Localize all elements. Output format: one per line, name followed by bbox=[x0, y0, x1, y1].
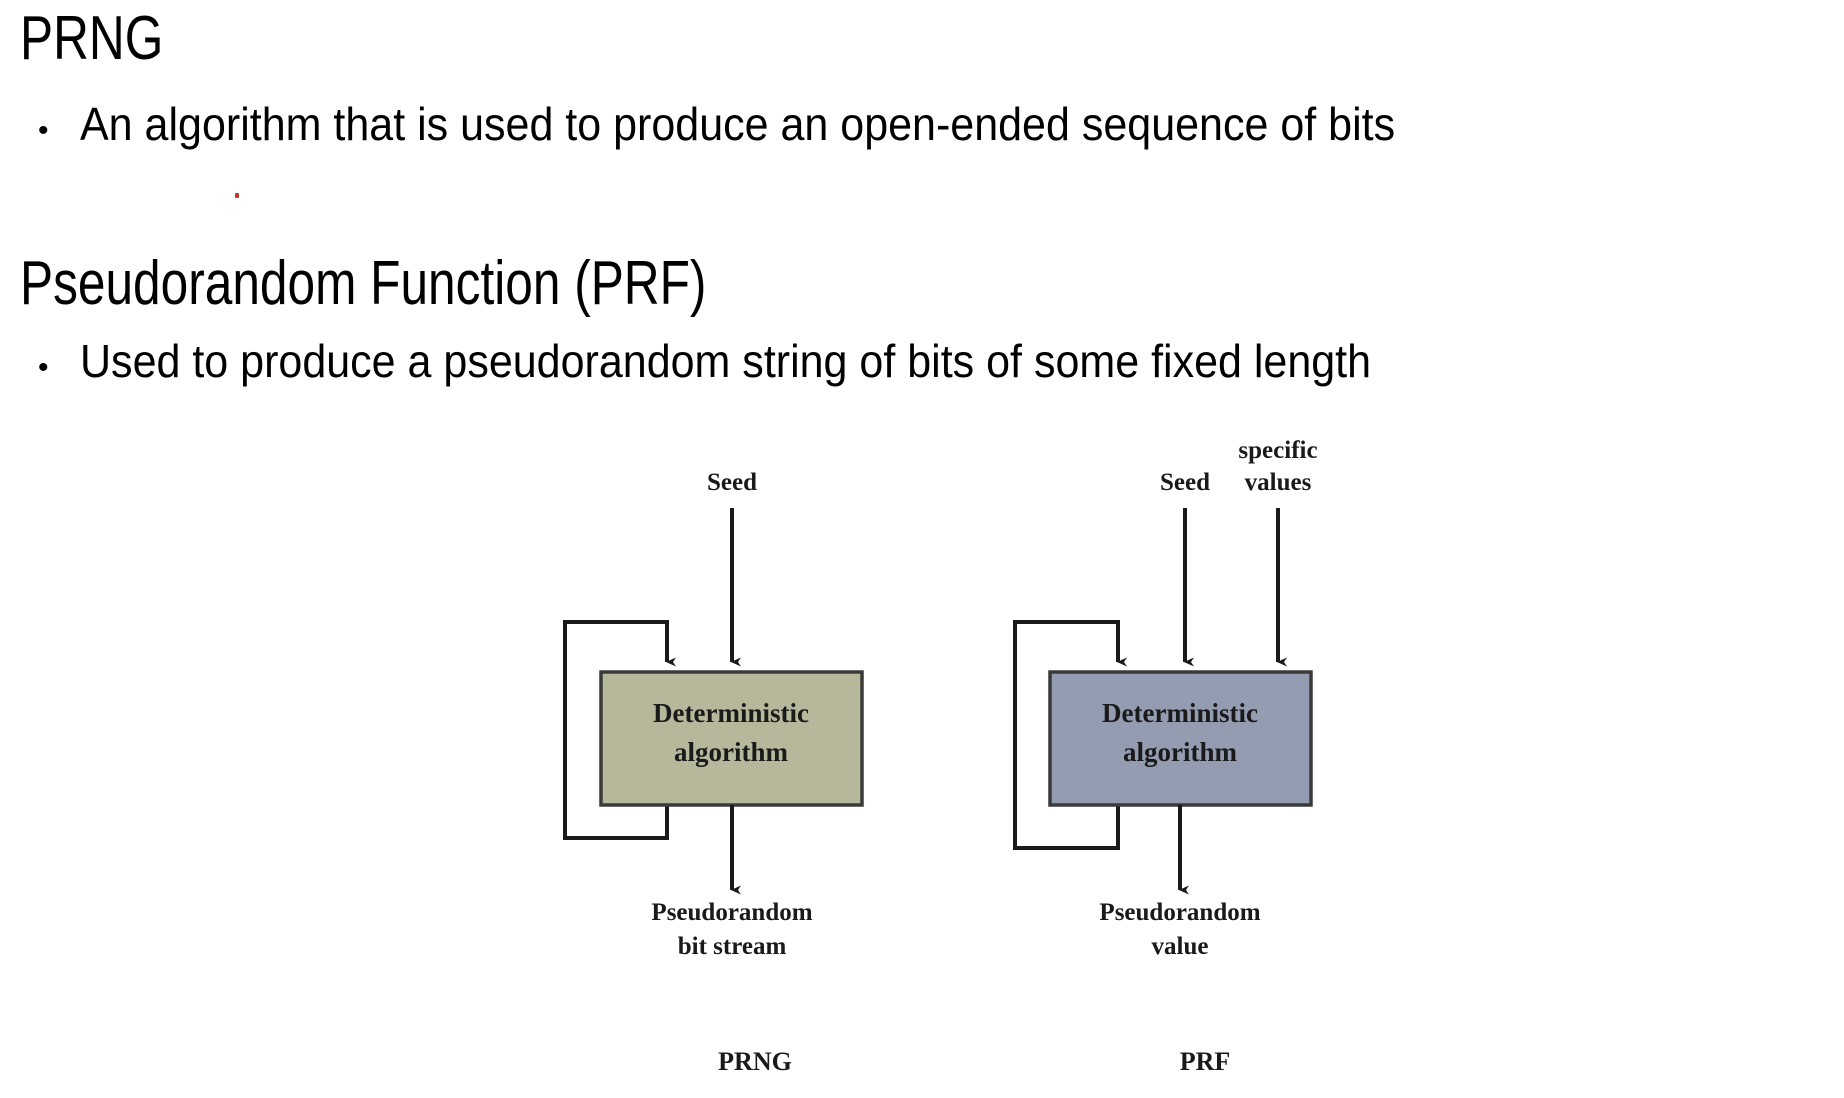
prf-feedback-loop bbox=[1013, 620, 1127, 850]
prf-box-label-line2: algorithm bbox=[1123, 737, 1237, 767]
prng-output-label-line1: Pseudorandom bbox=[651, 899, 812, 926]
prng-caption: PRNG bbox=[718, 1047, 792, 1076]
prf-context-label-line3: values bbox=[1245, 469, 1312, 496]
prng-feedback-loop bbox=[563, 620, 676, 840]
prng-box-label-line2: algorithm bbox=[674, 737, 788, 767]
diagram-prf: Seed Context- specific values Determinis… bbox=[1013, 437, 1318, 1076]
prf-caption: PRF bbox=[1180, 1047, 1231, 1076]
prf-output-label-line1: Pseudorandom bbox=[1099, 899, 1260, 926]
page-title-prng: PRNG bbox=[20, 4, 164, 73]
prf-context-label-line2: specific bbox=[1238, 437, 1317, 464]
bullet-marker-icon: • bbox=[38, 114, 49, 147]
bullet-text-prf: Used to produce a pseudorandom string of… bbox=[80, 335, 1372, 387]
diagram-prng: Seed Deterministic algorithm Pseudorando… bbox=[563, 469, 864, 1076]
bullet-text-prng: An algorithm that is used to produce an … bbox=[80, 98, 1396, 150]
page-title-prf: Pseudorandom Function (PRF) bbox=[20, 249, 707, 318]
prf-output-label-line2: value bbox=[1152, 933, 1209, 960]
prng-output-label-line2: bit stream bbox=[678, 933, 787, 960]
bullet-item-prf: • Used to produce a pseudorandom string … bbox=[38, 338, 1461, 384]
prng-deterministic-algorithm-box bbox=[599, 670, 864, 807]
prf-deterministic-algorithm-box bbox=[1048, 670, 1313, 807]
prng-seed-label: Seed bbox=[707, 469, 757, 496]
prf-box-label-line1: Deterministic bbox=[1102, 698, 1258, 728]
prf-seed-label: Seed bbox=[1160, 469, 1210, 496]
red-speck-artifact bbox=[235, 193, 239, 198]
figure-svg: Seed Deterministic algorithm Pseudorando… bbox=[563, 437, 1318, 1076]
bullet-marker-icon: • bbox=[38, 351, 49, 384]
prng-prf-figure: Seed Deterministic algorithm Pseudorando… bbox=[0, 430, 1844, 1098]
prng-box-label-line1: Deterministic bbox=[653, 698, 809, 728]
bullet-item-prng: • An algorithm that is used to produce a… bbox=[38, 101, 1487, 147]
